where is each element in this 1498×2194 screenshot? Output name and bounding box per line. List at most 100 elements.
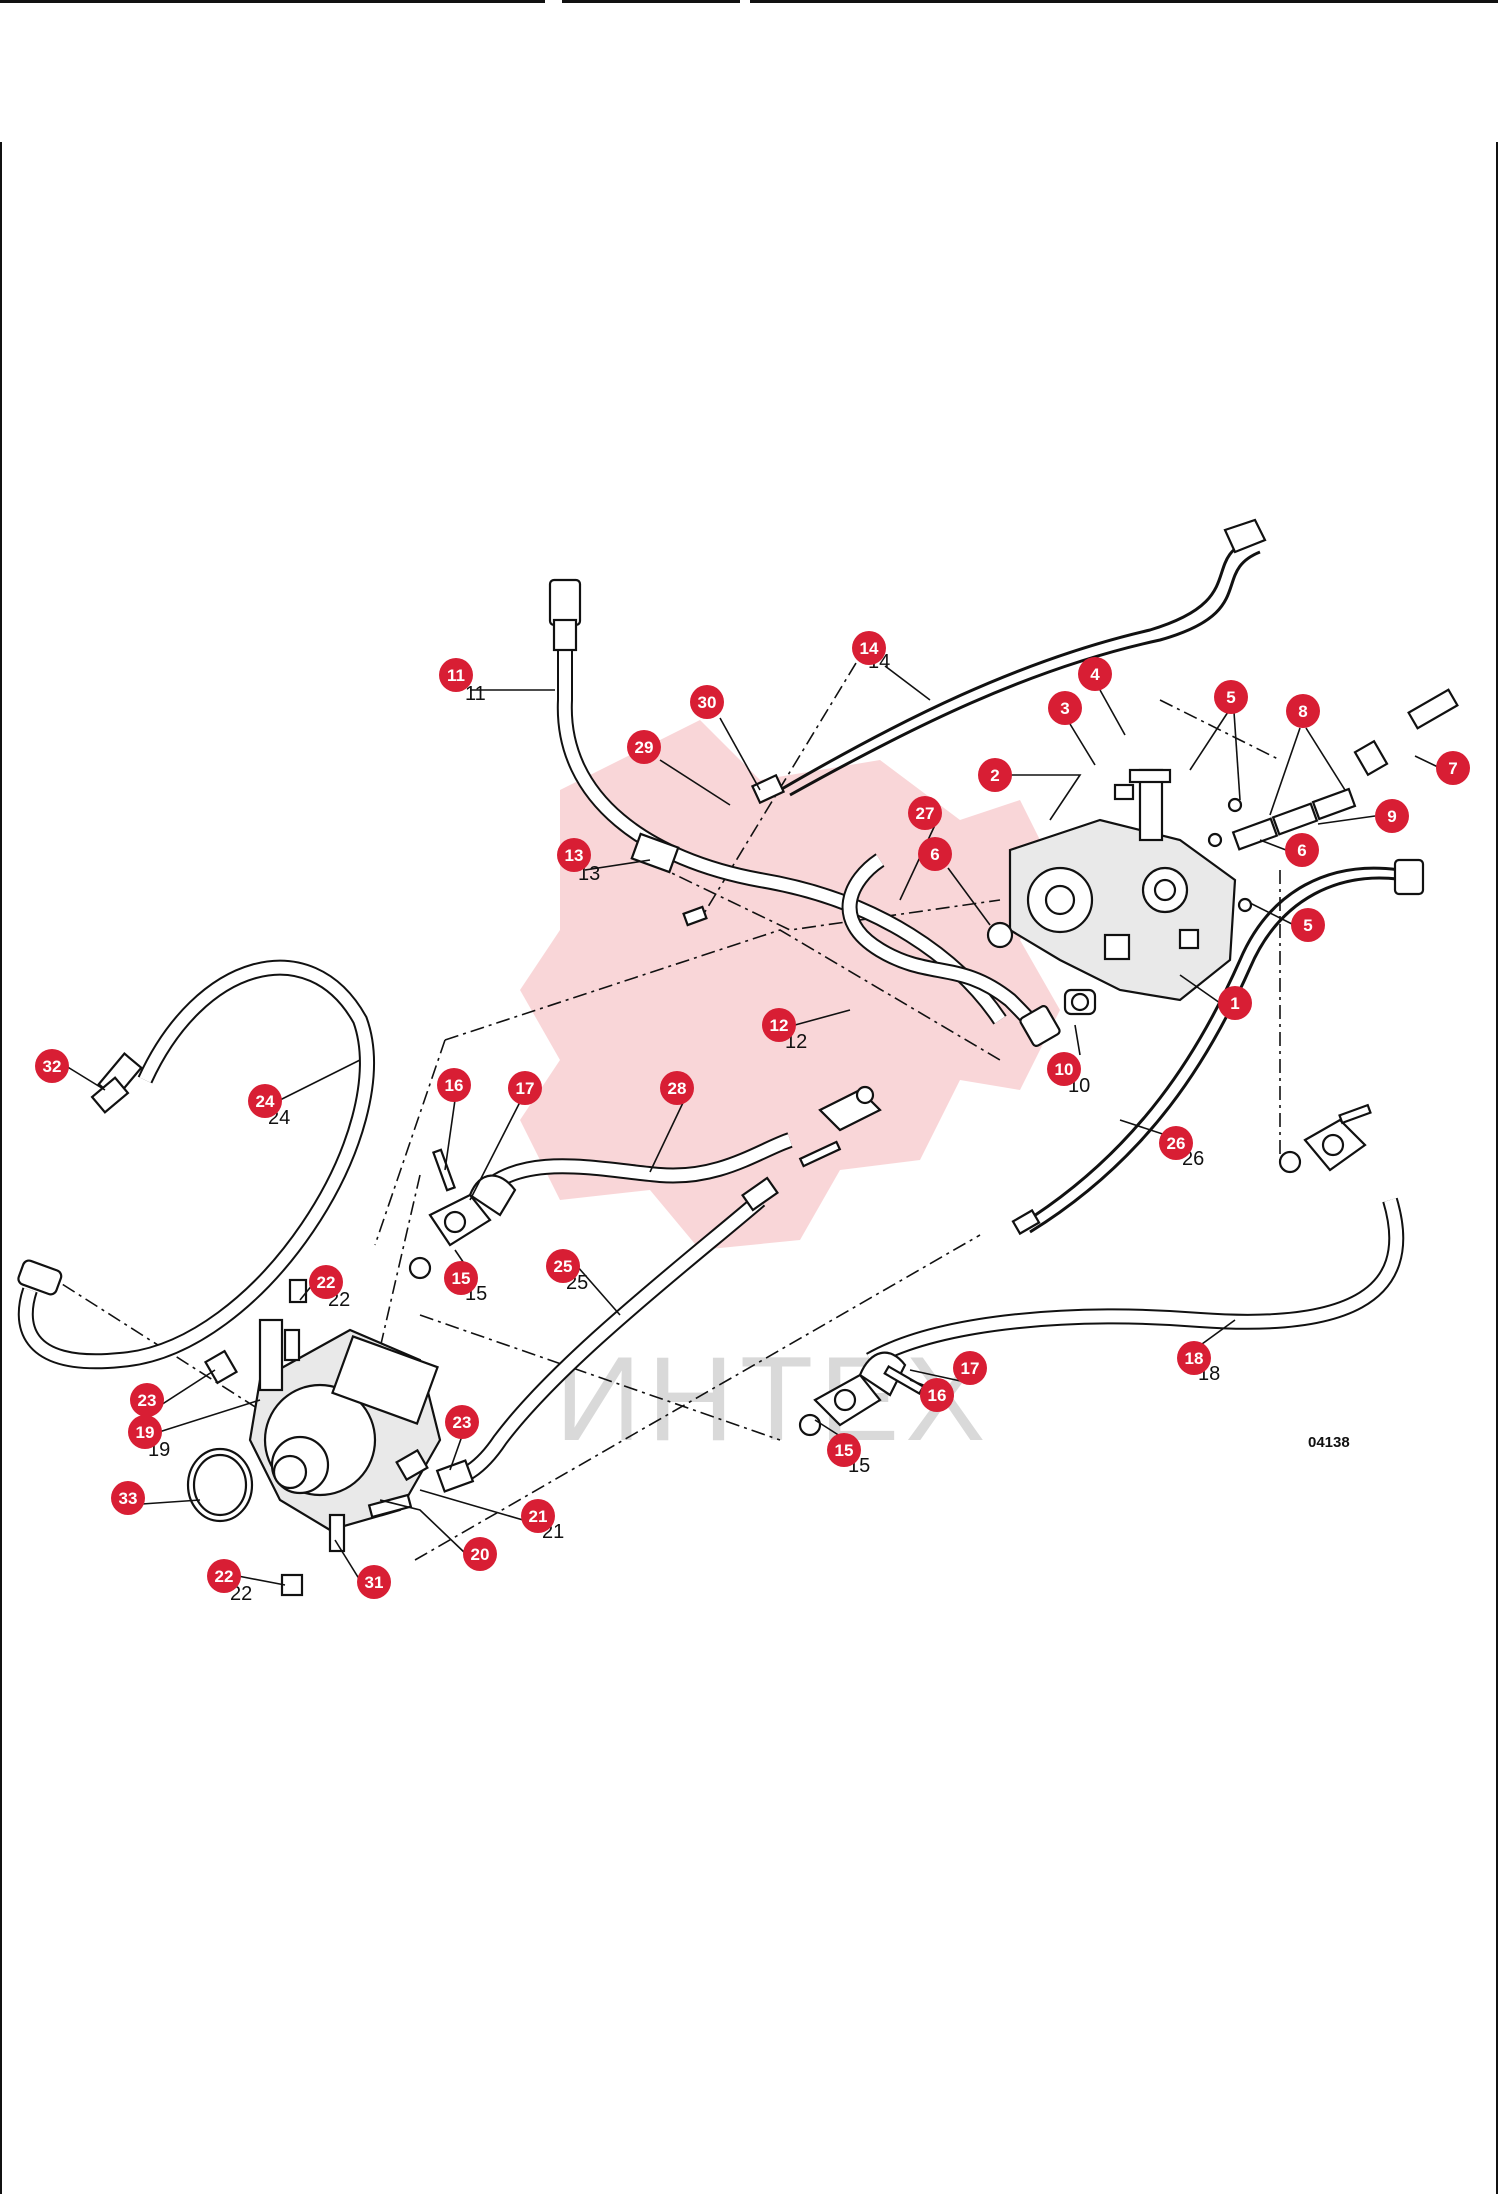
callout-circle [357,1565,391,1599]
callout-10: 10 [1047,1052,1081,1086]
callout-21: 21 [521,1499,555,1533]
callout-circle [627,730,661,764]
right-edge-line [1496,142,1498,2194]
callout-label: 15 [452,1269,471,1288]
leader-lines [65,665,1441,1586]
callout-label: 12 [770,1016,789,1035]
callout-circle [953,1351,987,1385]
callout-5: 5 [1214,680,1248,714]
top-border-left [0,0,545,3]
hydraulic-pump-motor [186,1278,475,1597]
fittings [17,518,1459,1296]
callout-label: 4 [1090,665,1100,684]
callout-circle [918,837,952,871]
callout-circle [248,1084,282,1118]
callout-circle [128,1415,162,1449]
callout-label: 16 [445,1076,464,1095]
callout-label: 3 [1060,699,1069,718]
callout-33: 33 [111,1481,145,1515]
callout-label: 25 [554,1257,573,1276]
callout-label: 17 [516,1079,535,1098]
callout-circle [1177,1341,1211,1375]
callout-29: 29 [627,730,661,764]
callout-label: 19 [136,1423,155,1442]
watermark-text: ИНТЕХ [555,1332,991,1466]
callout-23: 23 [130,1383,164,1417]
top-border-right [750,0,1498,3]
callout-circle [445,1405,479,1439]
callout-circle [1285,833,1319,867]
callout-3: 3 [1048,691,1082,725]
callout-label: 13 [565,846,584,865]
callout-circle [35,1049,69,1083]
callout-label: 1 [1230,994,1239,1013]
callout-label: 5 [1303,916,1312,935]
callout-circle [1159,1126,1193,1160]
callout-4: 4 [1078,657,1112,691]
callout-1: 1 [1218,986,1252,1020]
callout-24: 24 [248,1084,282,1118]
callout-circle [130,1383,164,1417]
callout-circle [827,1433,861,1467]
callout-circle [439,658,473,692]
callout-circle [762,1008,796,1042]
callout-28: 28 [660,1071,694,1105]
callout-label: 11 [447,666,465,685]
callout-circle [920,1378,954,1412]
callout-circle [1436,751,1470,785]
callout-label: 6 [1297,841,1306,860]
callout-label: 2 [990,766,999,785]
callout-circle [521,1499,555,1533]
callout-circle [660,1071,694,1105]
callout-label: 8 [1298,702,1307,721]
callout-label: 28 [668,1079,687,1098]
callout-label: 22 [215,1567,234,1586]
callout-label: 17 [961,1359,980,1378]
callout-circle [1047,1052,1081,1086]
callout-circle [207,1559,241,1593]
callout-label: 14 [860,639,879,658]
callout-label: 22 [317,1273,336,1292]
callout-circle [463,1537,497,1571]
drawing-code: 04138 [1308,1434,1350,1451]
callout-19: 19 [128,1415,162,1449]
callout-circle [690,685,724,719]
callout-circle [1375,799,1409,833]
callout-16: 16 [437,1068,471,1102]
callout-31: 31 [357,1565,391,1599]
callout-circle [111,1481,145,1515]
callout-circle [1291,908,1325,942]
callout-23: 23 [445,1405,479,1439]
callout-27: 27 [908,796,942,830]
hose-14 [779,538,1251,792]
callout-label: 29 [635,738,654,757]
top-border-middle [562,0,740,3]
hose-14b [789,550,1261,797]
callout-circle [1078,657,1112,691]
callout-circle [557,838,591,872]
callout-label: 18 [1185,1349,1204,1368]
callout-8: 8 [1286,694,1320,728]
callout-14: 14 [852,631,886,665]
callout-22: 22 [207,1559,241,1593]
callout-6: 6 [918,837,952,871]
control-valve-block [986,768,1357,1047]
callout-circle [1286,694,1320,728]
callout-6: 6 [1285,833,1319,867]
callout-circle [1218,986,1252,1020]
callout-2: 2 [978,758,1012,792]
callout-circle [508,1071,542,1105]
callout-17: 17 [953,1351,987,1385]
callout-26: 26 [1159,1126,1193,1160]
callout-label: 31 [365,1573,384,1592]
callout-15: 15 [444,1261,478,1295]
hose-24 [17,959,375,1370]
callout-25: 25 [546,1249,580,1283]
callout-11: 11 [439,658,473,692]
callout-20: 20 [463,1537,497,1571]
hose-26b [1029,876,1406,1234]
callout-30: 30 [690,685,724,719]
callout-circle [1214,680,1248,714]
